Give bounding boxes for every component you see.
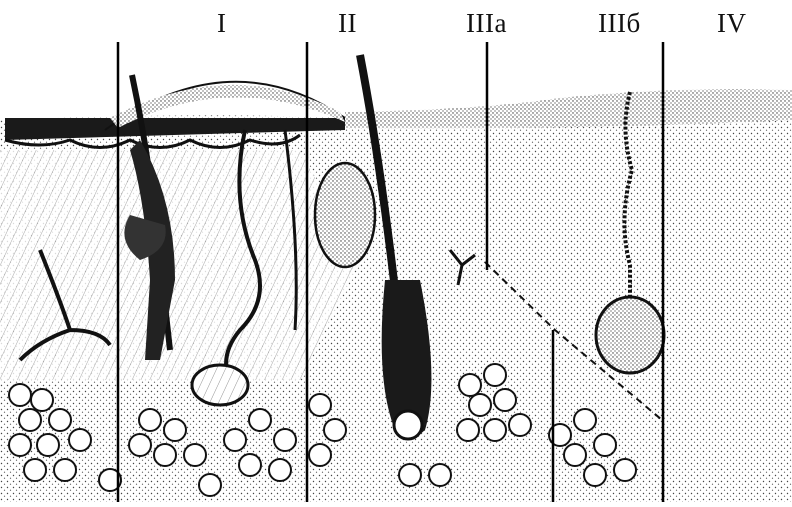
sweat-coil-left: [192, 365, 248, 405]
zone-label-IIIa: IIIa: [466, 8, 507, 39]
necrotic-surface: [345, 89, 792, 128]
sweat-coil-right: [596, 297, 664, 373]
zone-label-IIIb: IIIб: [598, 8, 641, 39]
sebaceous-gland-center: [315, 163, 375, 267]
zone-label-IV: IV: [717, 8, 747, 39]
zone-label-II: II: [338, 8, 357, 39]
zone-label-I: I: [217, 8, 227, 39]
hair-bulb-center: [394, 411, 422, 439]
